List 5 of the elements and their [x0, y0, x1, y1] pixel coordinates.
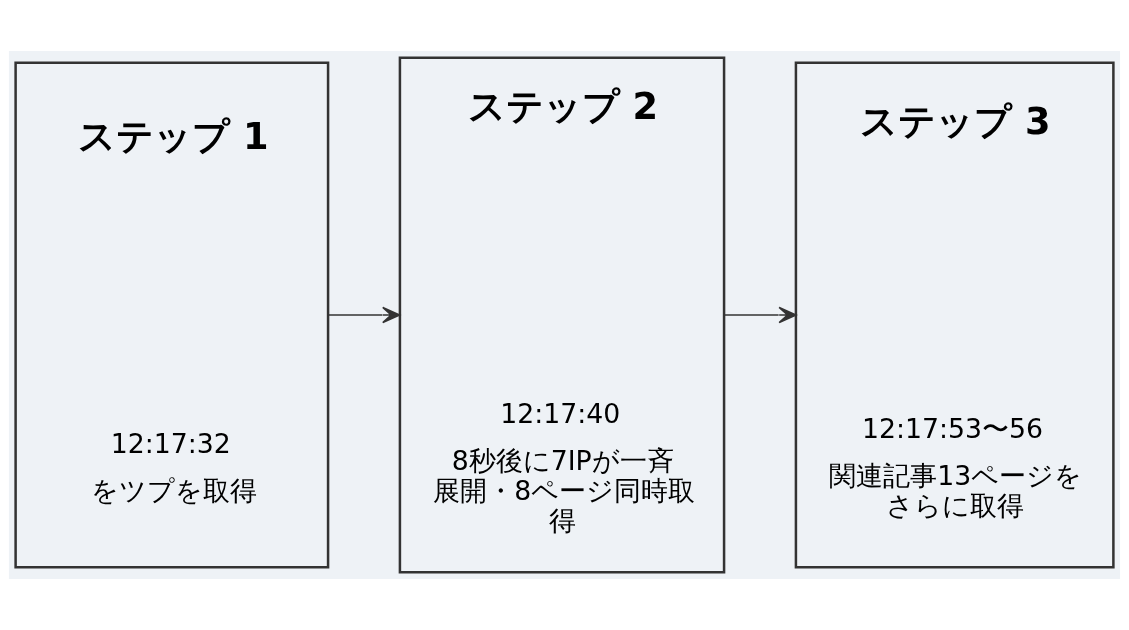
node-box: ステップ 1 12:17:32 をツプを取得: [14, 61, 330, 569]
node-box: ステップ 2 12:17:40 8秒後に7IPが一斉展開・8ページ同時取得: [398, 56, 726, 574]
arrow: [327, 306, 401, 324]
node-box: ステップ 3 12:17:53〜56 関連記事13ページをさらに取得: [794, 61, 1115, 569]
arrow: [723, 306, 797, 324]
